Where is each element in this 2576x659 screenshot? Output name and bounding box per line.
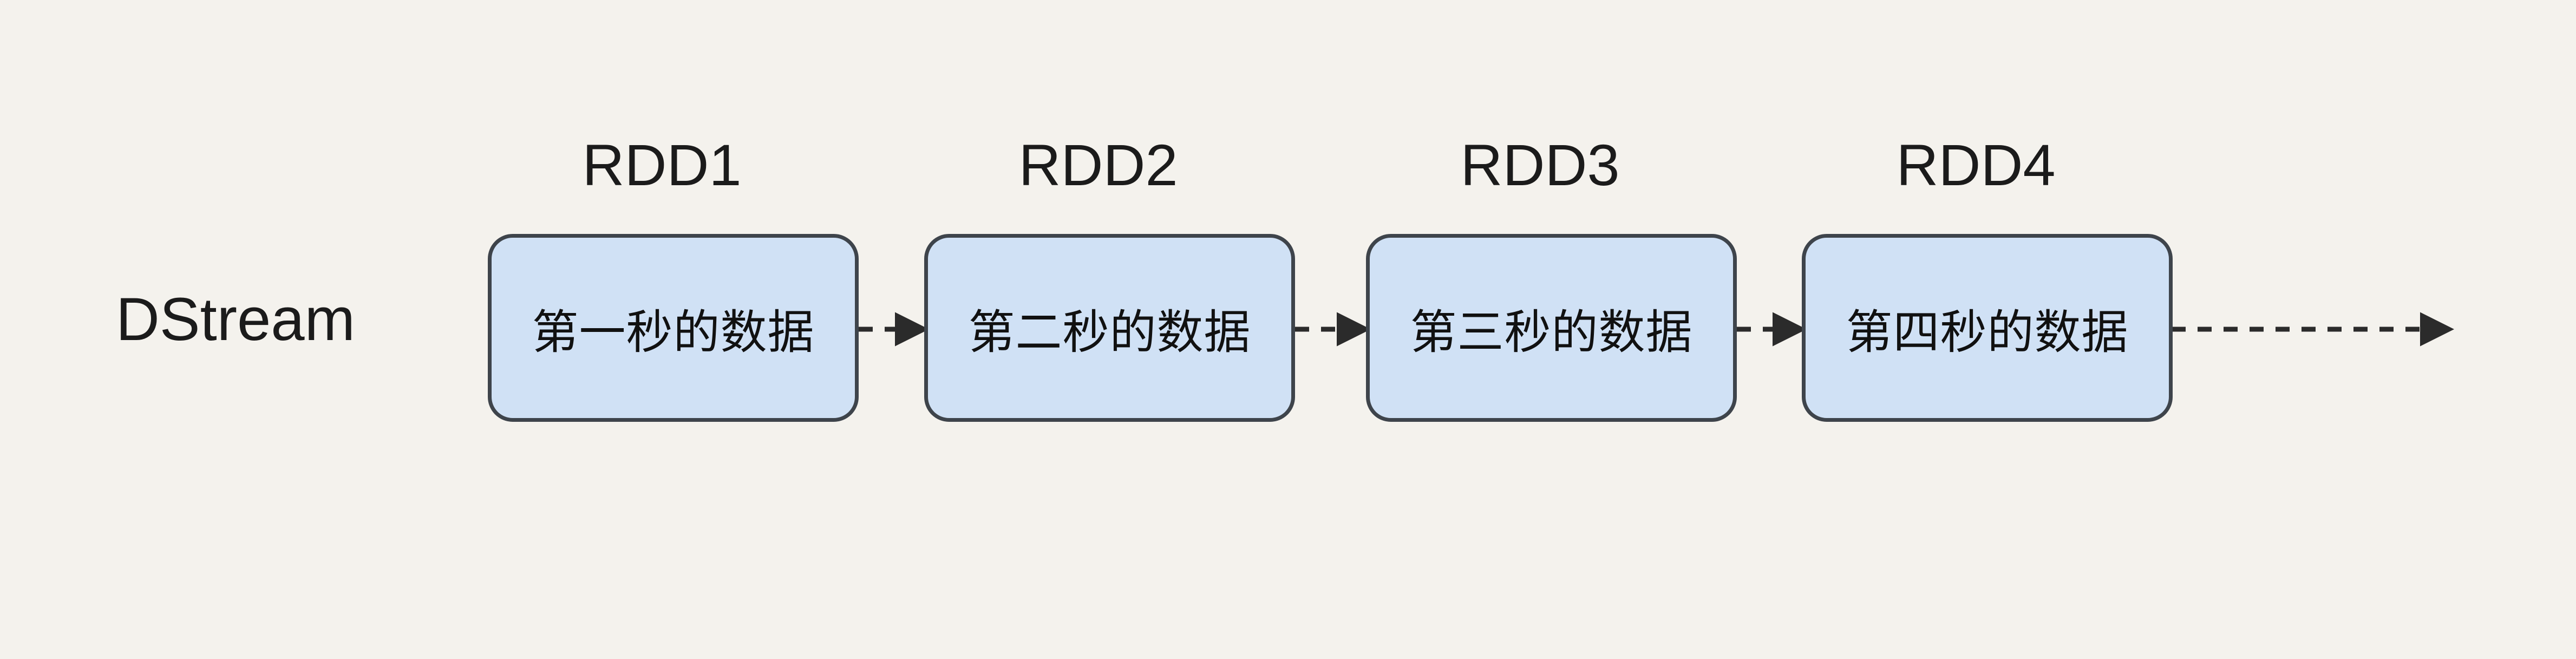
rdd-node-2[interactable]: 第二秒的数据 xyxy=(924,234,1295,422)
rdd-node-1[interactable]: 第一秒的数据 xyxy=(488,234,859,422)
rdd-node-4[interactable]: 第四秒的数据 xyxy=(1802,234,2173,422)
rdd-label-2: RDD2 xyxy=(1018,132,1178,198)
rdd-node-1-text: 第一秒的数据 xyxy=(532,305,815,360)
rdd-node-3-text: 第三秒的数据 xyxy=(1410,305,1693,360)
rdd-node-4-text: 第四秒的数据 xyxy=(1846,305,2129,360)
rdd-node-3[interactable]: 第三秒的数据 xyxy=(1366,234,1737,422)
dstream-label: DStream xyxy=(116,285,355,353)
rdd-node-2-text: 第二秒的数据 xyxy=(968,305,1251,360)
rdd-label-1: RDD1 xyxy=(582,132,742,198)
rdd-label-3: RDD3 xyxy=(1460,132,1620,198)
rdd-label-4: RDD4 xyxy=(1896,132,2056,198)
